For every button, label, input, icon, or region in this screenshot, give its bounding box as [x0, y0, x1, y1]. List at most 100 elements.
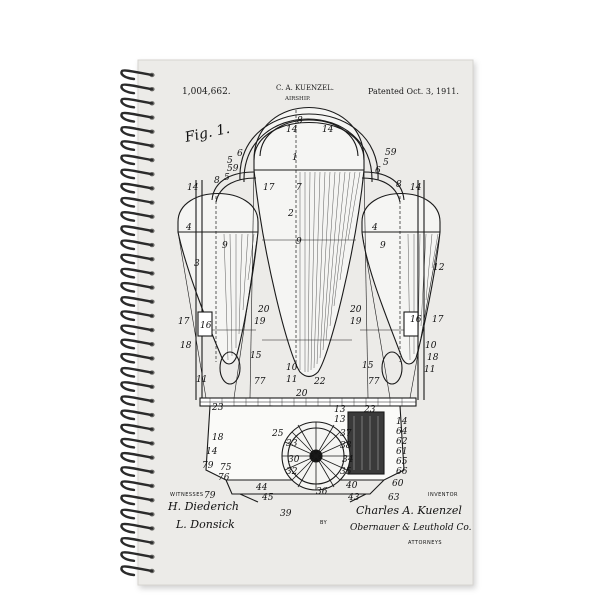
binding-coil	[120, 338, 154, 350]
callout: 20	[295, 389, 308, 399]
binding-coil	[120, 196, 154, 208]
binding-coil	[120, 508, 154, 520]
callout: 16	[200, 321, 212, 331]
callout: 33	[286, 439, 298, 449]
binding-coil	[120, 551, 154, 563]
callout: 9	[296, 237, 302, 247]
callout: 66	[396, 467, 408, 477]
witness-signature-2: L. Donsick	[175, 518, 235, 531]
callout: 79	[202, 461, 214, 471]
callout: 13	[334, 405, 346, 415]
callout: 37	[340, 429, 352, 439]
callout: 75	[220, 463, 232, 473]
callout: 61	[396, 447, 407, 457]
callout: 10	[286, 363, 298, 373]
callout: 2	[287, 209, 294, 219]
binding-coil	[120, 352, 154, 364]
callout: 1	[292, 153, 298, 163]
callout: 60	[392, 479, 404, 489]
callout: 19	[254, 317, 266, 327]
callout: 16	[410, 315, 422, 325]
callout: 23	[211, 403, 224, 413]
callout: 45	[261, 493, 274, 503]
binding-coil	[120, 366, 154, 378]
callout: 63	[388, 493, 400, 503]
callout: 5	[227, 156, 233, 166]
binding-coil	[120, 296, 154, 307]
callout: 65	[396, 457, 408, 467]
callout: 35	[340, 467, 352, 477]
callout: 20	[349, 305, 362, 315]
callout: 3	[194, 259, 200, 269]
callout: 4	[185, 223, 192, 233]
inventor-signature: Charles A. Kuenzel	[356, 504, 462, 517]
callout: 36	[316, 487, 328, 497]
attorneys-label: ATTORNEYS	[408, 540, 442, 546]
callout: 8	[396, 180, 402, 190]
callout: 6	[237, 149, 243, 159]
callout: 14	[206, 447, 218, 457]
binding-coil	[120, 281, 154, 293]
binding-coil	[120, 97, 154, 109]
binding-coil	[120, 381, 154, 392]
binding-coil	[120, 211, 154, 222]
callout: 15	[362, 361, 374, 371]
callout: 14	[286, 125, 298, 135]
binding-coil	[120, 140, 154, 152]
binding-coil	[120, 409, 154, 421]
inventor-label: INVENTOR	[428, 492, 458, 498]
callout: 44	[255, 483, 268, 493]
binding-coil	[120, 494, 154, 506]
callout: 40	[345, 481, 358, 491]
binding-coil	[120, 310, 154, 322]
callout: 11	[286, 375, 297, 385]
callout: 64	[396, 427, 408, 437]
patent-date: Patented Oct. 3, 1911.	[368, 87, 459, 96]
callout: 9	[380, 241, 386, 251]
callout: 20	[257, 305, 270, 315]
left-balloon	[177, 193, 259, 365]
callout: 17	[432, 315, 444, 325]
callout: 18	[212, 433, 224, 443]
right-balloon	[361, 193, 441, 365]
binding-coil	[120, 324, 154, 336]
callout: 32	[286, 467, 298, 477]
spiral-binding	[120, 69, 155, 577]
callout: 8	[214, 176, 220, 186]
callout: 77	[368, 377, 380, 387]
witnesses-label: WITNESSES	[170, 492, 204, 498]
callout: 17	[178, 317, 190, 327]
binding-coil	[120, 437, 154, 449]
binding-coil	[120, 565, 154, 577]
callout: 17	[263, 183, 275, 193]
callout: 19	[350, 317, 362, 327]
patent-inventor-header: C. A. KUENZEL.	[276, 84, 334, 92]
callout: 30	[288, 455, 300, 465]
airship-drawing	[177, 106, 441, 503]
binding-coil	[120, 125, 154, 137]
callout: 14	[187, 183, 199, 193]
callout: 14	[322, 125, 334, 135]
callout: 76	[218, 473, 230, 483]
callout: 13	[334, 415, 346, 425]
callout: 8	[297, 116, 303, 126]
callout: 59	[385, 148, 397, 158]
central-balloon	[239, 106, 379, 378]
witness-signature-1: H. Diederich	[167, 500, 239, 513]
callout: 18	[180, 341, 192, 351]
callout: 79	[204, 491, 216, 501]
callout: 62	[396, 437, 408, 447]
callout: 11	[424, 365, 435, 375]
patent-title: AIRSHIP.	[284, 96, 311, 102]
callout: 38	[340, 441, 352, 451]
callout: 18	[427, 353, 439, 363]
callout: 5	[383, 158, 389, 168]
callout: 7	[296, 183, 302, 193]
binding-coil	[120, 182, 154, 194]
paddle-wheel	[281, 421, 351, 491]
binding-coil	[120, 466, 154, 477]
callout: 23	[363, 405, 376, 415]
callout: 25	[271, 429, 284, 439]
callout: 59	[227, 164, 239, 174]
